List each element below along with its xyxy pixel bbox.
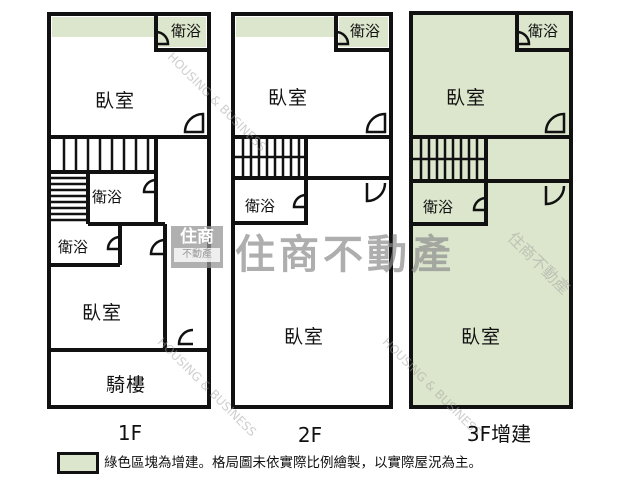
- 1f-bedroom-bottom-label: 臥室: [82, 302, 123, 324]
- 2f-bath-top-label: 衛浴: [350, 22, 381, 40]
- 2f-bath-mid-label: 衛浴: [245, 197, 276, 215]
- 3f-bedroom-bottom-label: 臥室: [461, 326, 502, 348]
- 1f-bath-top-label: 衛浴: [171, 22, 202, 40]
- addition-area-1f-top: [52, 17, 155, 37]
- 1f-arcade-label: 騎樓: [106, 374, 147, 396]
- watermark-logo-bottom: 不動產: [174, 248, 220, 262]
- legend-text: 綠色區塊為增建。格局圖未依實際比例繪製，以實際屋況為主。: [104, 455, 482, 471]
- legend-swatch: [57, 452, 99, 474]
- 3f-bath-top-label: 衛浴: [528, 22, 559, 40]
- 1f-bedroom-top-label: 臥室: [95, 90, 136, 112]
- addition-area-1f-bath: [158, 17, 206, 47]
- addition-area-3f: [413, 13, 569, 405]
- 3f-bedroom-top-label: 臥室: [446, 87, 487, 109]
- 2f-outer-wall: [231, 12, 393, 409]
- watermark-brand-text: 住商不動產: [235, 232, 455, 278]
- 3f-outer-wall: [409, 11, 573, 409]
- 3f-bath-mid-label: 衛浴: [423, 198, 454, 216]
- 1f-floor-label: 1F: [117, 421, 143, 445]
- 3f-floor-label: 3F增建: [466, 422, 532, 446]
- 2f-floor-label: 2F: [297, 423, 323, 447]
- 1f-bath-left-label: 衛浴: [58, 238, 89, 256]
- 1f-outer-wall: [47, 12, 211, 409]
- watermark-logo: 住商 不動產: [171, 226, 223, 268]
- 2f-bedroom-top-label: 臥室: [268, 87, 309, 109]
- 2f-bedroom-bottom-label: 臥室: [284, 326, 325, 348]
- 1f-bath-mid-label: 衛浴: [92, 188, 123, 206]
- addition-area-2f-top: [236, 17, 336, 37]
- watermark-logo-top: 住商: [180, 227, 214, 247]
